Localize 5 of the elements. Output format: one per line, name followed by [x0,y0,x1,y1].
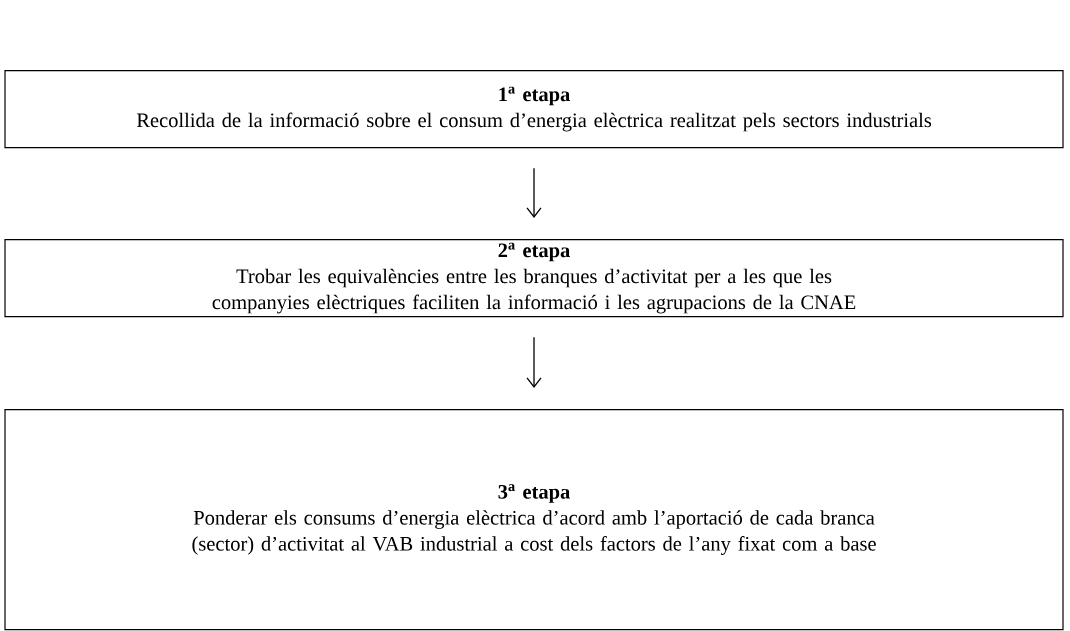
process-box: 2$^{a}$ etapa Trobar les equivalències entre les branques d’activitat per a les que les companyies elèctriques faciliten la informació i les agrupacions de la CNAE [4,239,1064,318]
arrow [526,336,542,388]
process-box: 1$^{a}$ etapa Recollida de la informació sobre el consum d’energia elèctrica realitzat pels sectors industrials [4,70,1064,149]
arrow [526,167,542,218]
process-box: 3$^{a}$ etapa Ponderar els consums d’energia elèctrica d’acord amb l’aportació de cada branca (sector) d’activitat al VAB industrial a cost dels factors de l’any fixat com a base [4,409,1064,631]
